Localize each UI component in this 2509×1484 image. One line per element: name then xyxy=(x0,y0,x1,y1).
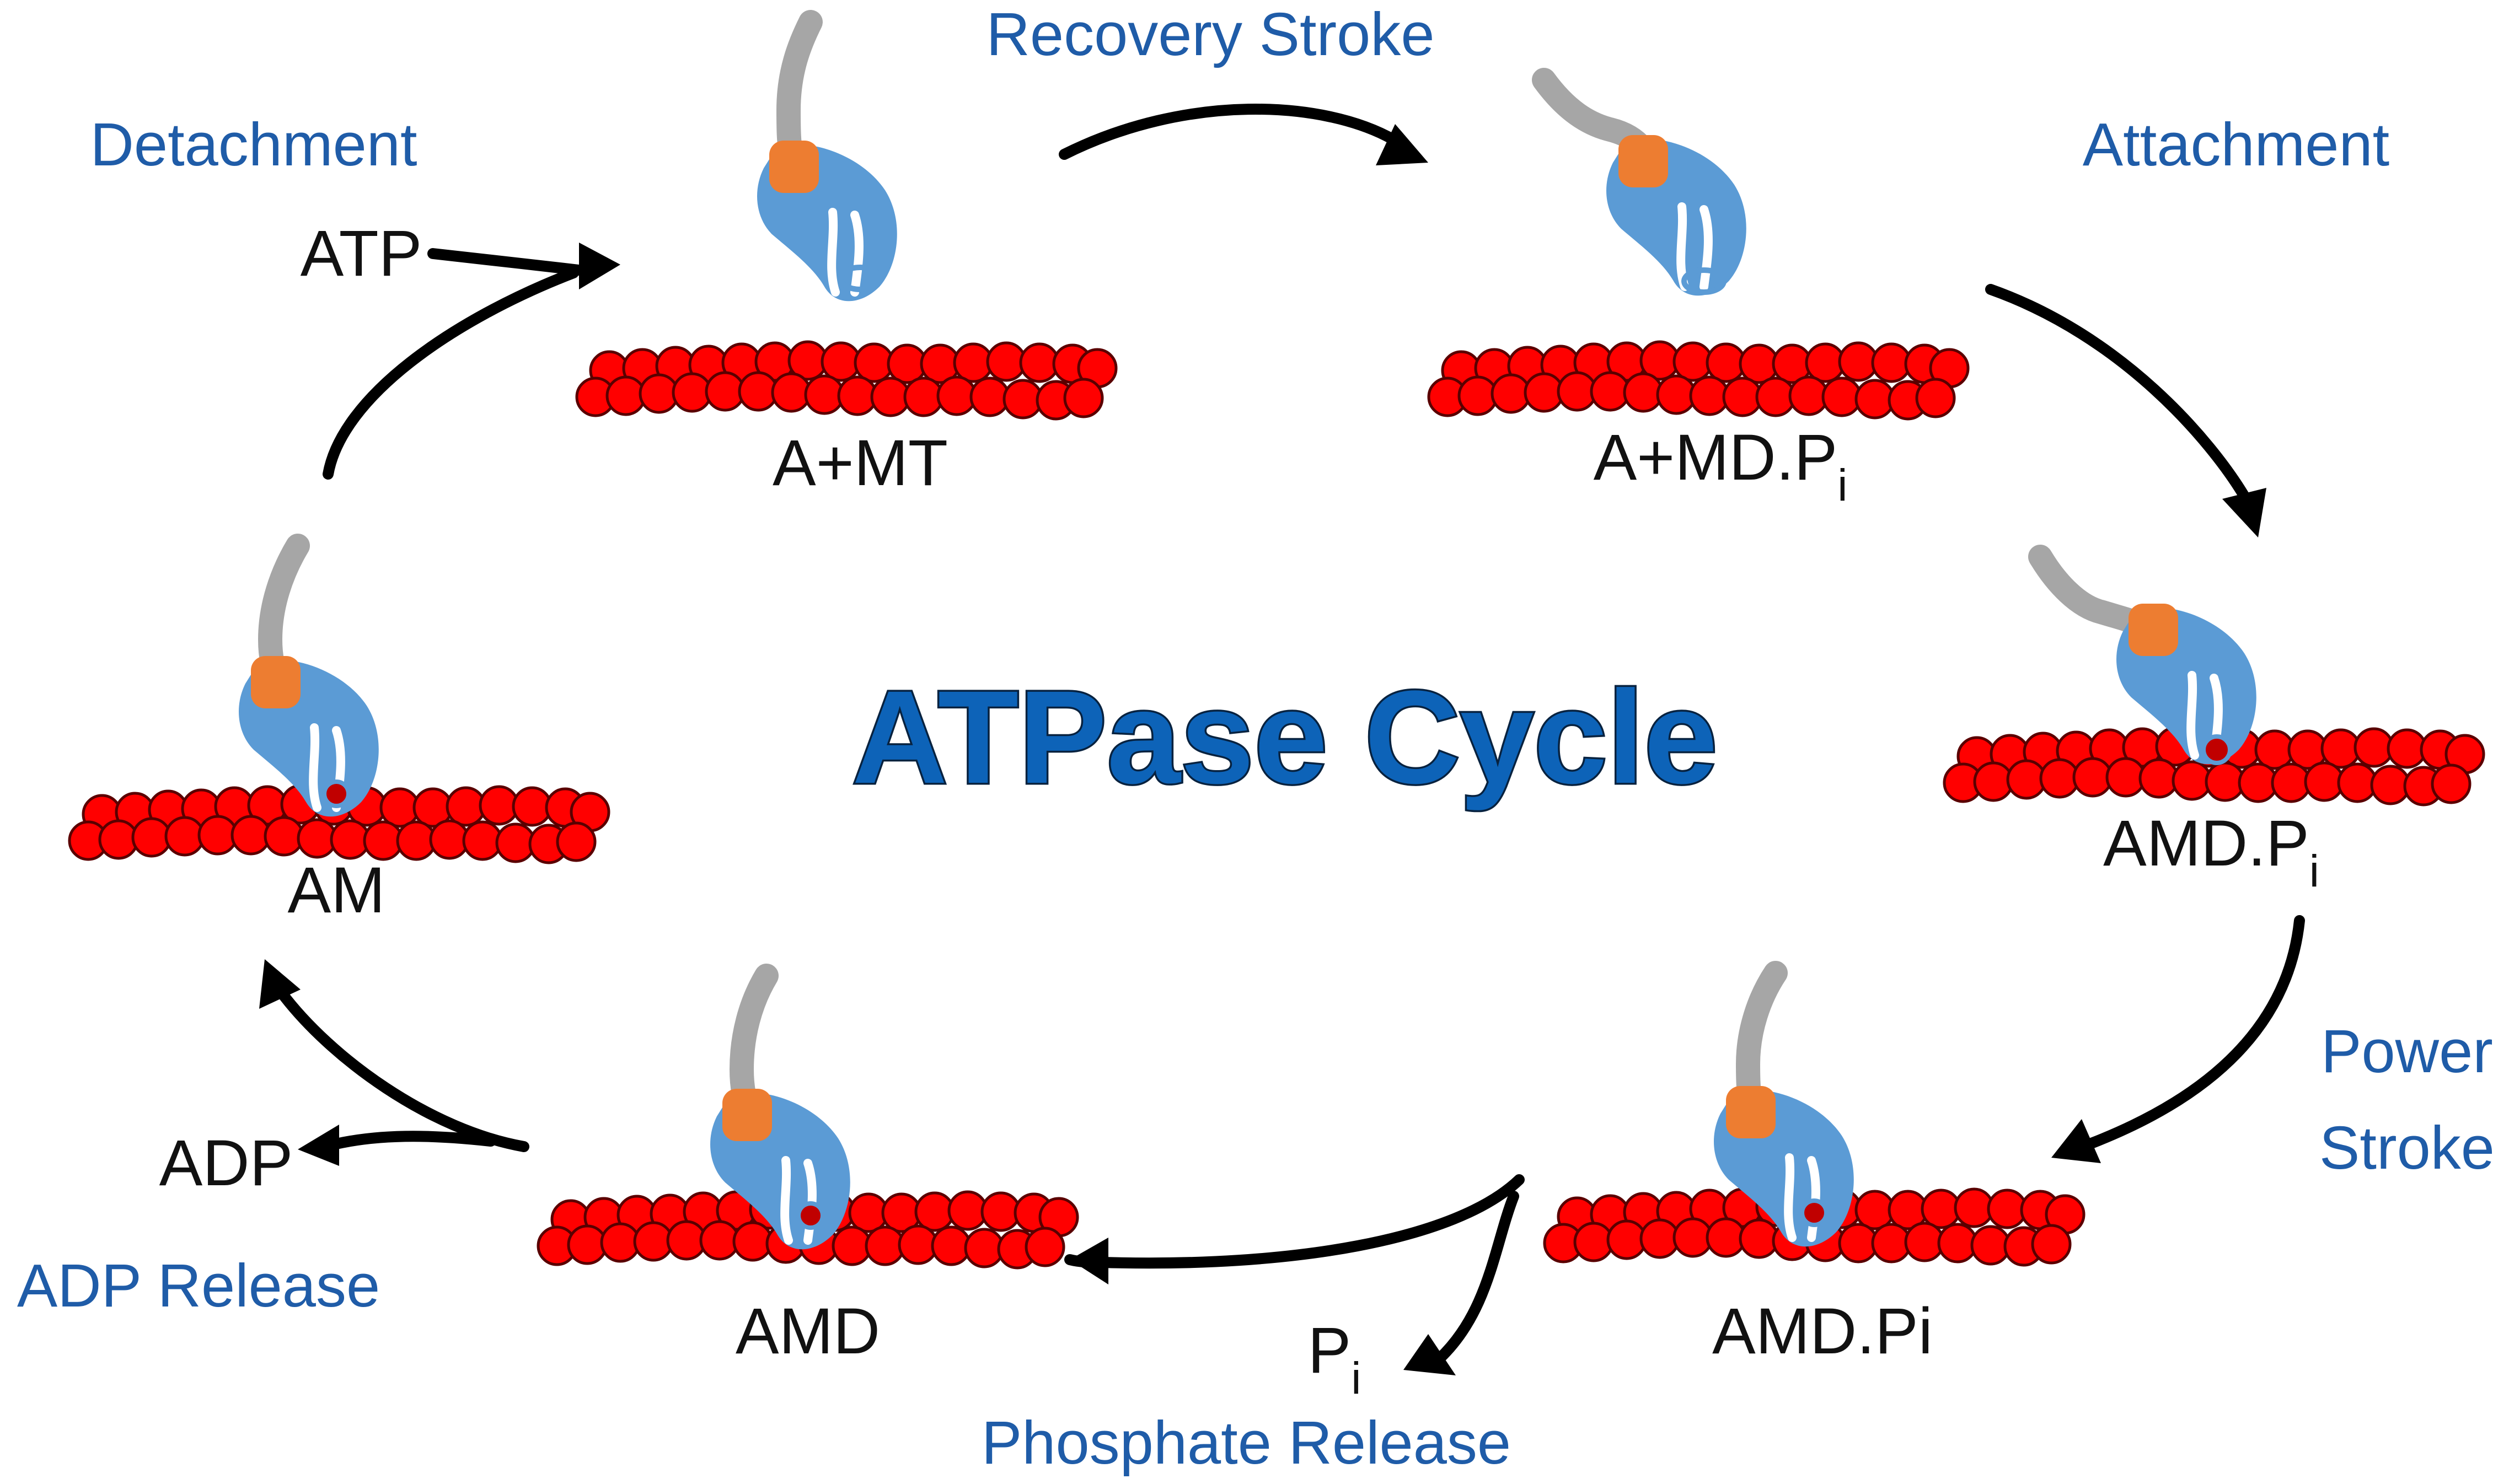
state-label-amd-pi-post: AMD.Pi xyxy=(1712,1295,1933,1368)
step-label-power: Power xyxy=(2321,1018,2493,1085)
actin-filament-a-mt xyxy=(577,342,1116,419)
ligand-label-adp: ADP xyxy=(159,1127,293,1200)
arrow-power-stroke xyxy=(2051,915,2305,1163)
state-a-mt: A+MT xyxy=(577,10,1116,499)
step-label-recovery-stroke: Recovery Stroke xyxy=(986,1,1434,68)
step-label-attachment: Attachment xyxy=(2083,111,2389,179)
myosin-head-a-md-pi xyxy=(1606,135,1746,295)
arrow-recovery-stroke xyxy=(1059,104,1428,165)
state-label-amd: AMD xyxy=(736,1295,880,1368)
actin-binding-site-amd-pi-post xyxy=(1800,1198,1829,1227)
state-label-amd-pi: AMD.Pi xyxy=(2103,807,2319,896)
step-label-phosphate-release: Phosphate Release xyxy=(982,1409,1511,1477)
actin-binding-site-amd-pi xyxy=(2201,734,2232,765)
state-a-md-pi: A+MD.Pi xyxy=(1429,68,1968,510)
step-label-stroke: Stroke xyxy=(2319,1114,2495,1182)
state-label-a-md-pi: A+MD.Pi xyxy=(1594,421,1848,510)
diagram-title: ATPase Cycle xyxy=(852,663,1718,811)
state-label-am: AM xyxy=(288,854,385,927)
arrow-detachment xyxy=(323,243,620,480)
actin-binding-site-amd xyxy=(796,1201,825,1230)
arrow-phosphate-release xyxy=(1064,1174,1525,1375)
arrow-adp-release xyxy=(259,959,529,1166)
step-label-adp-release: ADP Release xyxy=(17,1252,380,1320)
ligand-label-atp: ATP xyxy=(301,217,422,290)
state-amd: AMD xyxy=(538,964,1077,1368)
actin-filament-a-md-pi xyxy=(1429,342,1968,419)
state-am: AM xyxy=(69,534,609,927)
myosin-head-a-mt xyxy=(757,141,897,301)
ligand-label-pi: Pi xyxy=(1308,1314,1361,1404)
state-label-a-mt: A+MT xyxy=(773,427,948,499)
state-amd-pi: AMD.Pi xyxy=(1944,545,2484,896)
arrow-attachment xyxy=(1985,284,2266,537)
step-label-detachment: Detachment xyxy=(90,111,417,179)
state-amd-pi-post-stroke: AMD.Pi xyxy=(1545,961,2084,1368)
actin-binding-site-am xyxy=(322,779,351,808)
